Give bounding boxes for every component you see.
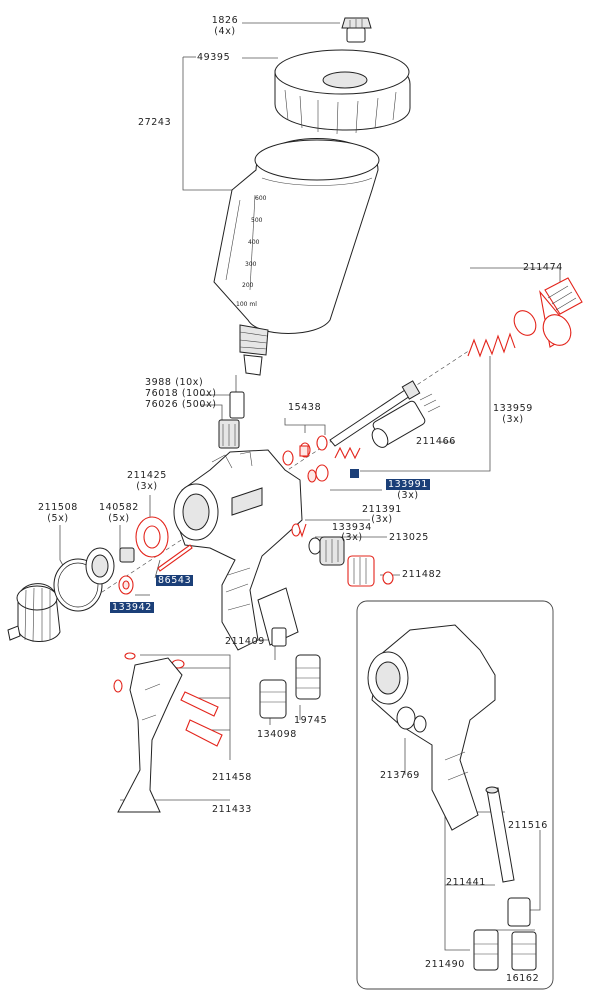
part-quantity-label: (3x) xyxy=(341,532,363,543)
air-pin-part xyxy=(157,544,193,572)
inset-fitting-part xyxy=(473,897,537,971)
part-number-label: 211466 xyxy=(416,436,456,447)
part-number-label: 49395 xyxy=(197,52,231,63)
needle-adjust-part xyxy=(513,277,583,348)
part-number-label: 211474 xyxy=(523,262,563,273)
part-number-label: 211458 xyxy=(212,772,252,783)
part-number-label: 76026 (500x) xyxy=(145,399,217,410)
gun-body-part xyxy=(173,449,303,651)
adjustment-knob-part xyxy=(347,555,394,587)
filter-part xyxy=(218,391,245,449)
inset-air-tube-part xyxy=(485,786,515,883)
part-number-label: 3988 (10x) xyxy=(145,377,204,388)
part-number-label: 211391 xyxy=(362,504,402,515)
part-quantity-label: (3x) xyxy=(397,490,419,501)
small-seal-part xyxy=(118,575,134,595)
cup-scale-label: 400 xyxy=(248,239,260,246)
part-number-label: 19745 xyxy=(294,715,328,726)
part-number-label: 211482 xyxy=(402,569,442,580)
distributor-ring-part xyxy=(135,516,169,558)
air-fitting-part xyxy=(295,654,321,700)
trigger-part xyxy=(117,657,183,813)
part-quantity-label: (5x) xyxy=(108,513,130,524)
part-number-label: 1826 xyxy=(211,15,239,26)
air-valve-part xyxy=(308,536,345,566)
inset-seal-part xyxy=(396,706,427,733)
cup-lid-part xyxy=(274,49,411,135)
air-cap-part xyxy=(7,583,61,643)
cup-scale-label: 500 xyxy=(251,217,263,224)
needle-spring-part xyxy=(467,332,516,358)
inset-gun-body-part xyxy=(367,624,496,831)
part-number-label: 211441 xyxy=(446,877,486,888)
part-number-label: 27243 xyxy=(138,117,172,128)
part-number-label: 133959 xyxy=(493,403,533,414)
lid-knob-part xyxy=(341,17,372,43)
air-connector-part xyxy=(271,627,287,647)
cup-scale-label: 100 ml xyxy=(236,301,257,308)
cup-scale-label: 600 xyxy=(255,195,267,202)
part-number-badge: 133942 xyxy=(110,602,154,613)
part-number-label: 140582 xyxy=(99,502,139,513)
part-number-label: 213025 xyxy=(389,532,429,543)
trigger-pin-set-part xyxy=(113,652,223,747)
part-number-label: 76018 (100x) xyxy=(145,388,217,399)
cup-scale-label: 300 xyxy=(245,261,257,268)
part-quantity-label: (3x) xyxy=(502,414,524,425)
part-number-label: 211516 xyxy=(508,820,548,831)
part-number-label: 211425 xyxy=(127,470,167,481)
paint-cup-part xyxy=(213,138,380,376)
part-number-label: 211409 xyxy=(225,636,265,647)
part-quantity-label: (3x) xyxy=(136,481,158,492)
hose-fitting-part xyxy=(259,679,287,719)
part-quantity-label: (4x) xyxy=(214,26,236,37)
paint-needle-part xyxy=(329,380,441,448)
part-number-label: 15438 xyxy=(288,402,322,413)
part-number-badge: 133991 xyxy=(386,479,430,490)
part-number-label: 211508 xyxy=(38,502,78,513)
inset-detail-frame xyxy=(356,600,554,990)
part-number-label: 213769 xyxy=(380,770,420,781)
part-number-label: 211490 xyxy=(425,959,465,970)
part-number-label: 211433 xyxy=(212,804,252,815)
seal-set-part xyxy=(282,435,361,483)
position-marker xyxy=(350,469,359,478)
part-quantity-label: (5x) xyxy=(47,513,69,524)
part-number-badge: 86543 xyxy=(156,575,194,586)
part-number-label: 16162 xyxy=(506,973,540,984)
part-quantity-label: (3x) xyxy=(371,514,393,525)
part-number-label: 133934 xyxy=(332,522,372,533)
cup-scale-label: 200 xyxy=(242,282,254,289)
part-number-label: 134098 xyxy=(257,729,297,740)
valve-seal-part xyxy=(291,523,307,538)
nozzle-part xyxy=(85,547,135,585)
